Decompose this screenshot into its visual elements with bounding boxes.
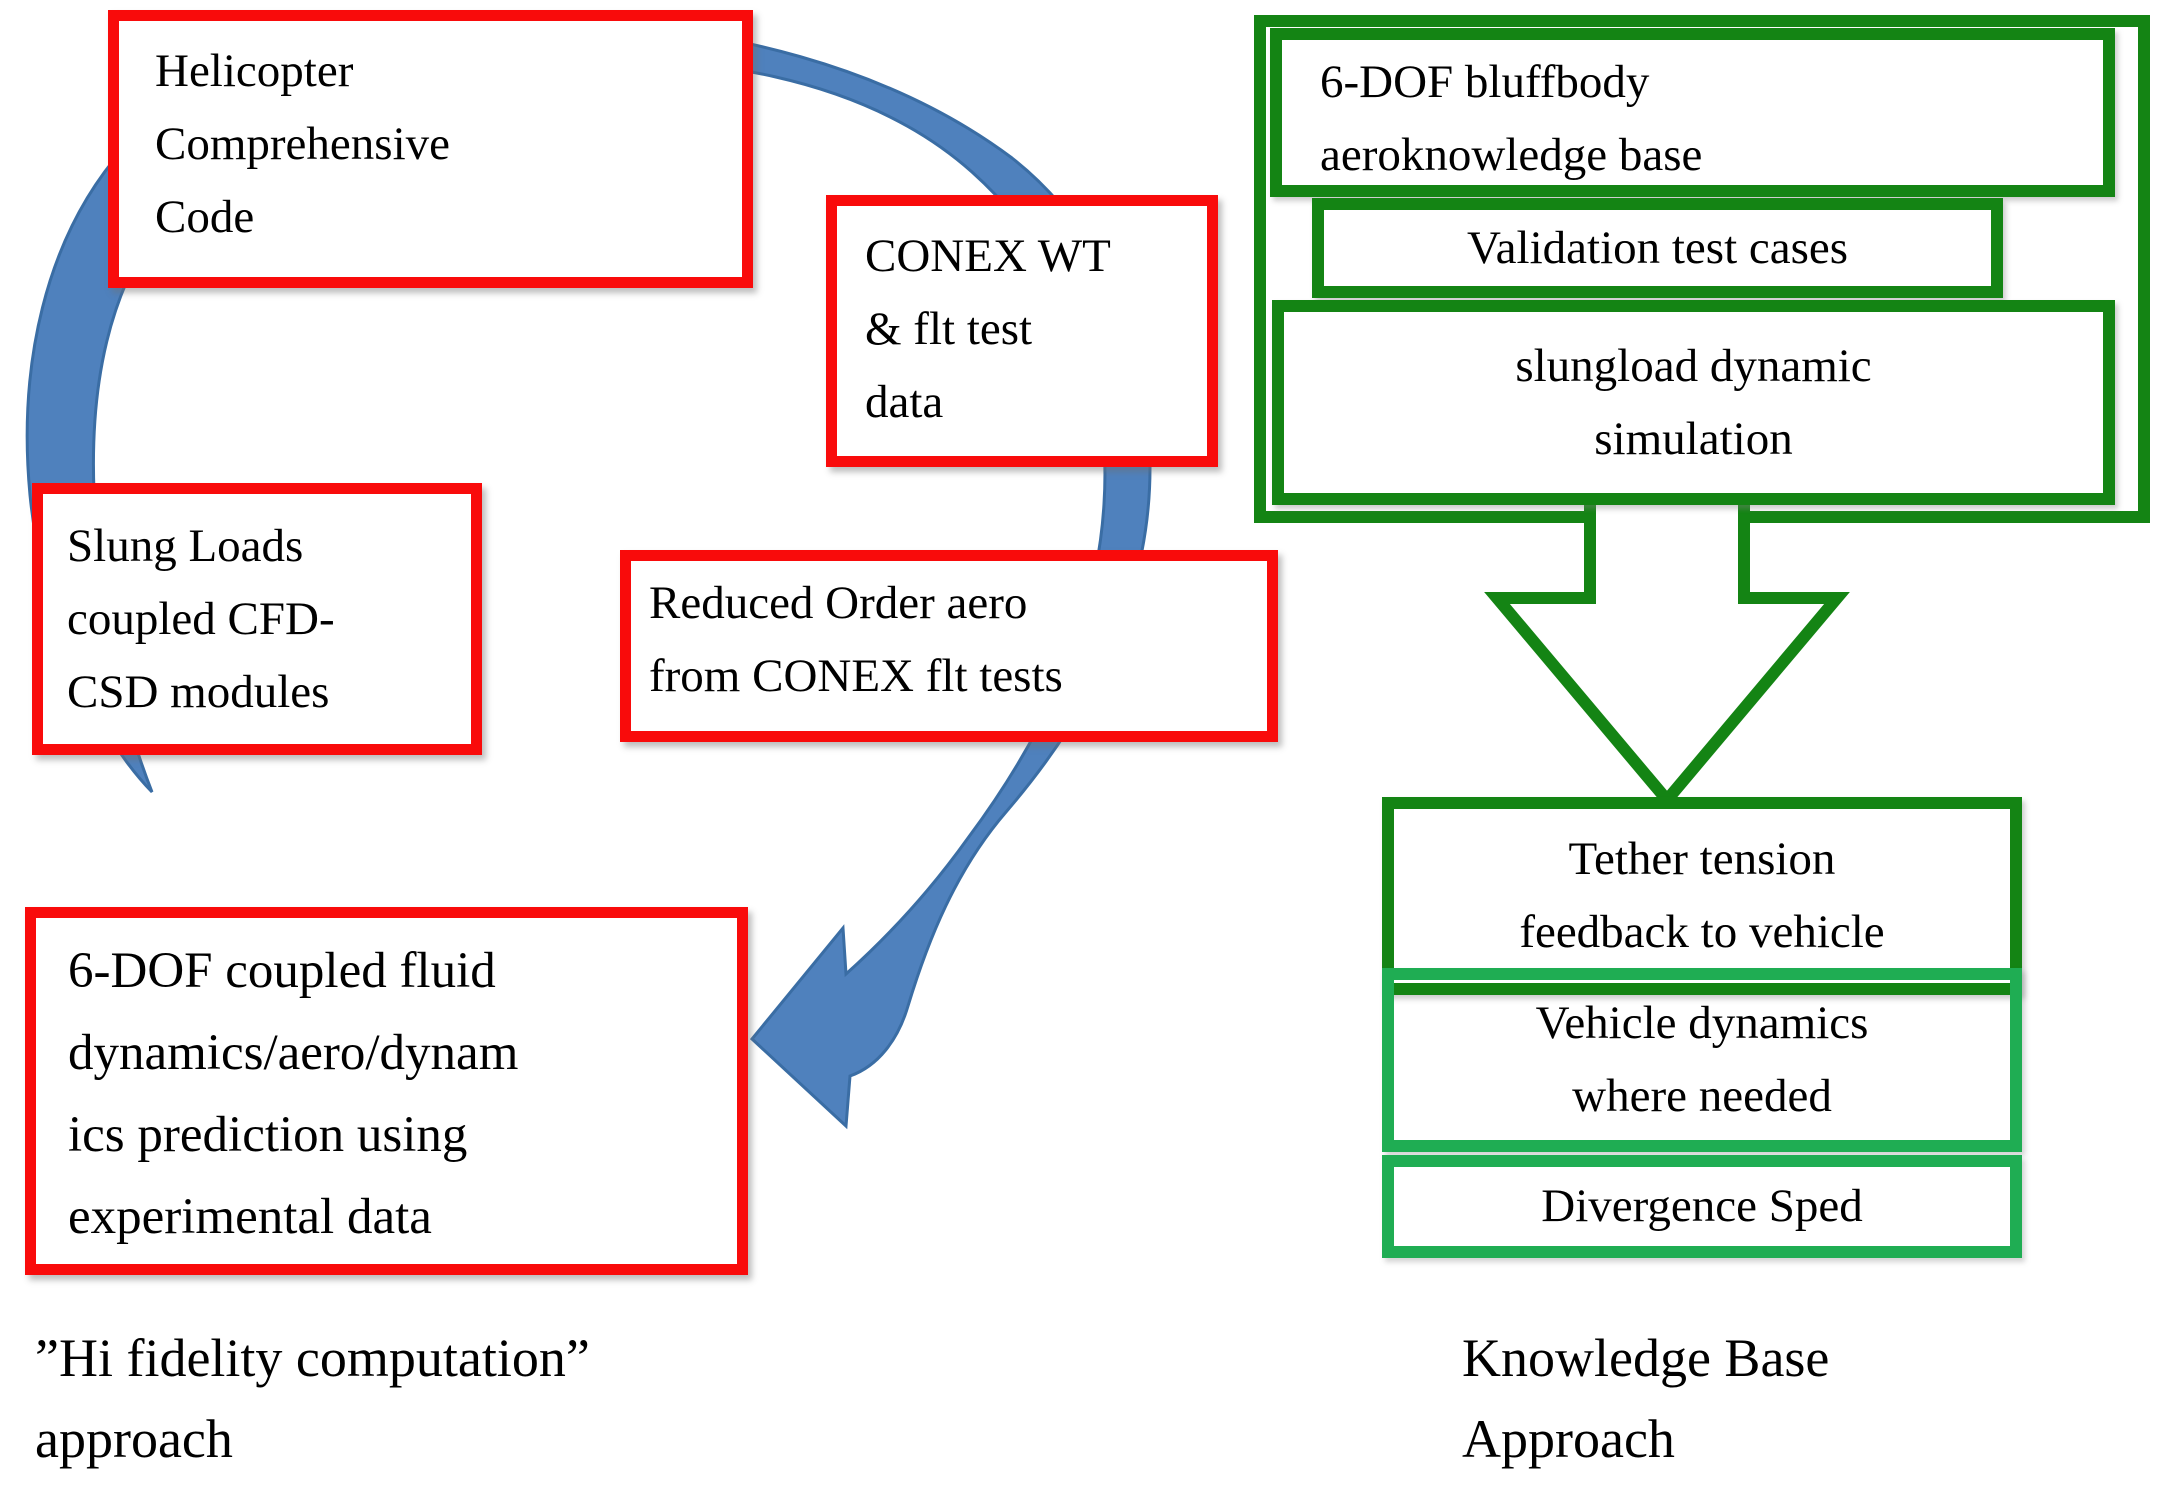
box-line: Comprehensive [155,118,450,170]
caption-line: Knowledge Base [1462,1328,1830,1388]
box-line: experimental data [68,1189,432,1245]
box-line: Slung Loads [67,520,304,572]
caption-line: ”Hi fidelity computation” [35,1328,590,1388]
divergence-sped-box: Divergence Sped [1382,1155,2022,1258]
box-line: Helicopter [155,45,354,97]
knowledge-base-approach-caption: Knowledge Base Approach [1462,1318,1829,1480]
box-line: where needed [1572,1070,1832,1122]
box-line: data [865,376,944,428]
box-line: feedback to vehicle [1519,906,1885,958]
box-line: aeroknowledge base [1320,129,1703,181]
box-line: CSD modules [67,666,330,718]
helicopter-comprehensive-code-box: Helicopter Comprehensive Code [108,10,753,288]
box-line: 6-DOF bluffbody [1320,56,1650,108]
box-line: Tether tension [1568,833,1836,885]
box-line: slungload dynamic [1515,339,1872,392]
box-line: Validation test cases [1466,221,1849,274]
slung-loads-cfd-csd-box: Slung Loads coupled CFD- CSD modules [32,483,482,755]
conex-wt-flt-test-data-box: CONEX WT & flt test data [826,195,1218,467]
caption-line: Approach [1462,1409,1675,1469]
slungload-dynamic-simulation-box: slungload dynamic simulation [1272,300,2115,505]
box-line: Divergence Sped [1541,1180,1863,1232]
bluffbody-aeroknowledge-box: 6-DOF bluffbody aeroknowledge base [1270,28,2115,197]
box-line: simulation [1594,412,1793,465]
caption-line: approach [35,1409,233,1469]
box-line: CONEX WT [865,230,1111,282]
box-line: 6-DOF coupled fluid [68,943,496,999]
box-line: ics prediction using [68,1107,468,1163]
reduced-order-aero-box: Reduced Order aero from CONEX flt tests [620,550,1278,742]
box-line: dynamics/aero/dynam [68,1025,519,1081]
box-line: Reduced Order aero [649,577,1028,629]
box-line: Vehicle dynamics [1535,997,1869,1049]
sixdof-coupled-prediction-box: 6-DOF coupled fluid dynamics/aero/dynam … [25,907,748,1275]
green-down-arrow-fill [1497,500,1837,800]
hi-fidelity-approach-caption: ”Hi fidelity computation” approach [35,1318,590,1480]
tether-tension-feedback-box: Tether tension feedback to vehicle [1382,797,2022,995]
validation-test-cases-box: Validation test cases [1312,198,2003,298]
vehicle-dynamics-box: Vehicle dynamics where needed [1382,968,2022,1152]
box-line: & flt test [865,303,1033,355]
box-line: coupled CFD- [67,593,335,645]
box-line: Code [155,191,255,243]
box-line: from CONEX flt tests [649,650,1063,702]
